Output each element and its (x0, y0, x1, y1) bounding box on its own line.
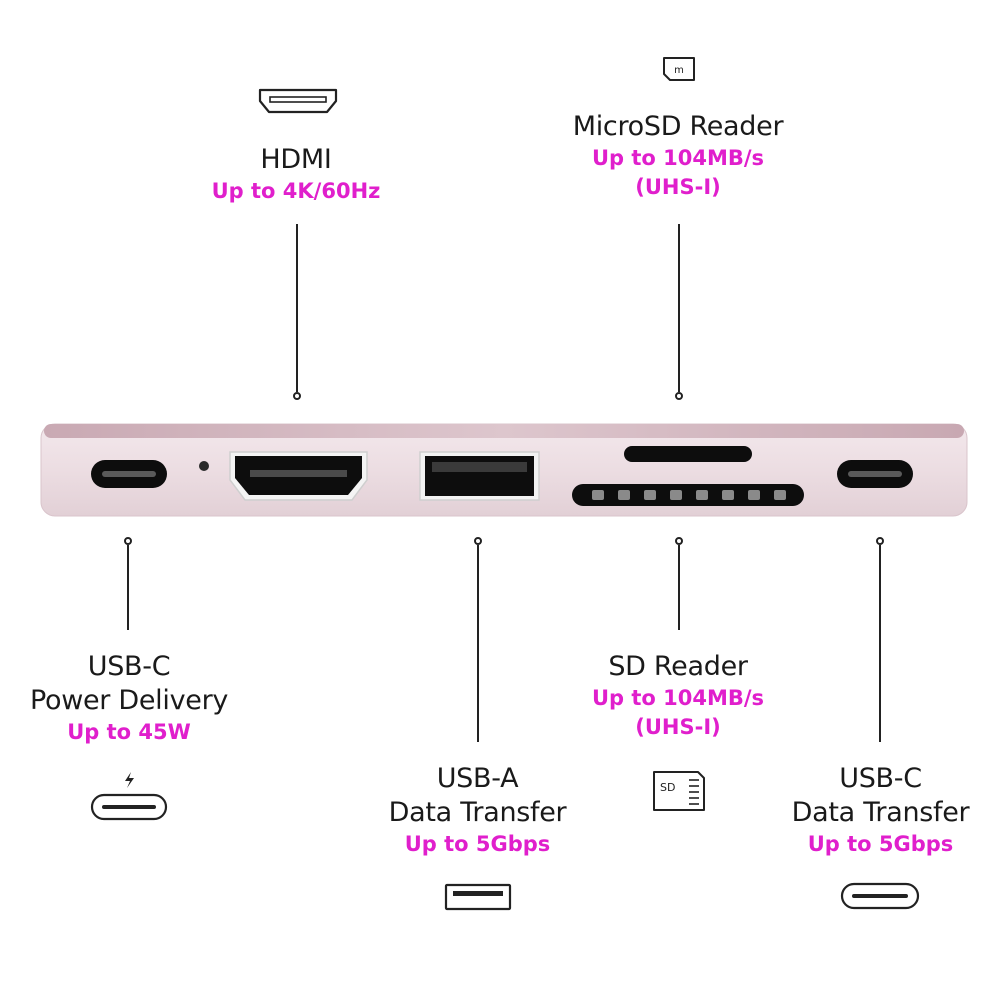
sd-title: SD Reader (608, 651, 748, 682)
usb-c-data-title: USB-C (839, 763, 922, 794)
usb-a-subtitle: Data Transfer (388, 797, 567, 828)
hdmi-title: HDMI (260, 144, 332, 175)
usb-c-data-spec: Up to 5Gbps (807, 832, 954, 856)
microsd-icon-letter: m (674, 65, 684, 76)
sd-icon-letters: SD (660, 781, 675, 794)
usb-a-title: USB-A (436, 763, 519, 794)
sd-label: SD Reader Up to 104MB/s (UHS-I) (558, 650, 798, 742)
hub-top-edge (44, 424, 964, 438)
lightning-bolt-icon (125, 772, 134, 788)
microsd-spec: Up to 104MB/s (591, 146, 765, 170)
usb-c-pd-leader-dot (124, 537, 132, 545)
sd-slot (572, 484, 804, 506)
usb-c-data-subtitle: Data Transfer (791, 797, 970, 828)
usb-c-power-icon (90, 772, 168, 821)
usb-a-spec: Up to 5Gbps (404, 832, 551, 856)
sd-spec-standard: (UHS-I) (635, 715, 721, 739)
hdmi-port-tongue (250, 470, 347, 477)
usb-c-data-port-tongue (848, 471, 902, 477)
usb-c-pd-label: USB-C Power Delivery Up to 45W (14, 650, 244, 747)
usb-a-port-icon (444, 883, 512, 911)
hdmi-leader-line (296, 224, 298, 392)
hdmi-leader-dot (293, 392, 301, 400)
usb-c-pd-title: USB-C (87, 651, 171, 682)
sd-slot-contacts (592, 490, 786, 500)
usb-c-port-icon (840, 882, 920, 910)
microsd-leader-line (678, 224, 680, 392)
usb-c-data-leader-dot (876, 537, 884, 545)
usb-c-data-label: USB-C Data Transfer Up to 5Gbps (773, 762, 988, 859)
usb-a-leader-dot (474, 537, 482, 545)
microsd-spec-standard: (UHS-I) (635, 175, 721, 199)
hdmi-label: HDMI Up to 4K/60Hz (196, 143, 396, 206)
hdmi-spec: Up to 4K/60Hz (211, 179, 381, 203)
microsd-label: MicroSD Reader Up to 104MB/s (UHS-I) (528, 110, 828, 202)
microsd-title: MicroSD Reader (572, 111, 784, 142)
sd-spec: Up to 104MB/s (591, 686, 765, 710)
microsd-leader-dot (675, 392, 683, 400)
sd-leader-line (678, 545, 680, 630)
usb-a-port-tongue (432, 462, 527, 472)
usb-c-pd-subtitle: Power Delivery (29, 685, 229, 716)
usb-c-pd-port-tongue (102, 471, 156, 477)
microsd-slot (624, 446, 752, 462)
usb-a-leader-line (477, 545, 479, 742)
sd-leader-dot (675, 537, 683, 545)
status-led (199, 461, 209, 471)
microsd-card-icon: m (663, 57, 695, 81)
usb-c-hub-device (40, 423, 968, 517)
usb-a-label: USB-A Data Transfer Up to 5Gbps (370, 762, 585, 859)
usb-c-pd-spec: Up to 45W (67, 720, 191, 744)
usb-c-pd-leader-line (127, 545, 129, 630)
sd-card-icon: SD (653, 771, 705, 811)
usb-c-data-leader-line (879, 545, 881, 742)
hdmi-port-icon (258, 88, 338, 114)
